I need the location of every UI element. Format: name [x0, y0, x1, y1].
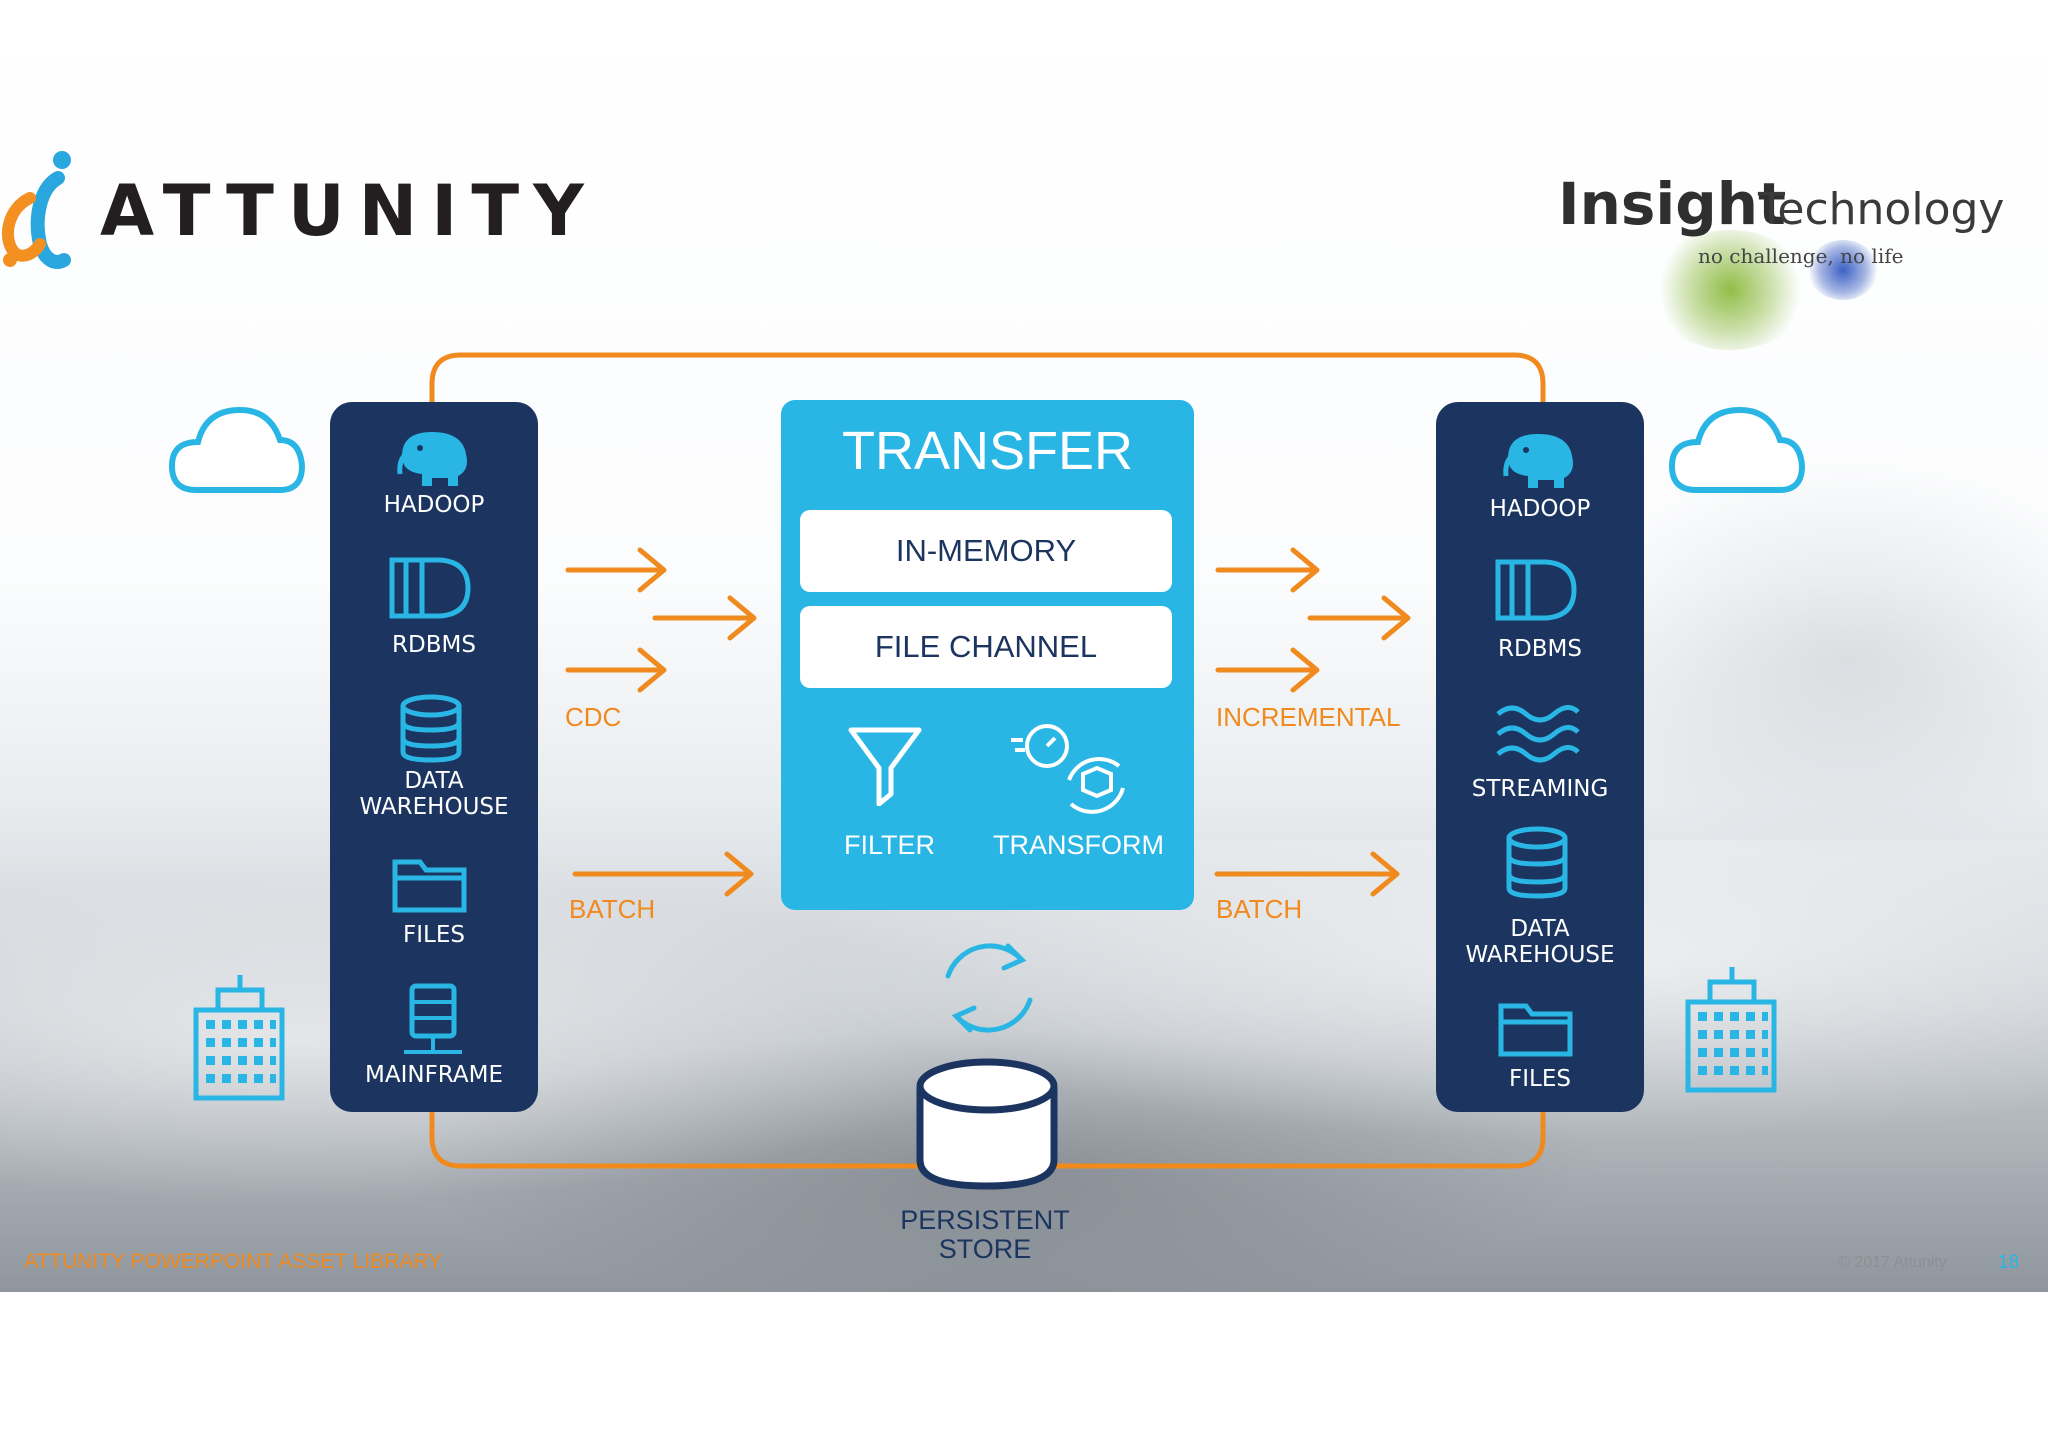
database-icon: [1506, 826, 1568, 899]
blue-splash: [1808, 240, 1878, 300]
source-mainframe-label: MAINFRAME: [365, 1062, 503, 1088]
attunity-wordmark: ATTUNITY: [100, 170, 598, 252]
folder-icon: [1498, 1003, 1573, 1057]
target-panel: HADOOP RDBMS STREAMING DATA WAREHOUSE FI…: [1436, 402, 1644, 1112]
footer-asset-library: ATTUNITY POWERPOINT ASSET LIBRARY: [24, 1250, 443, 1273]
attunity-mark-icon: [1, 151, 71, 269]
refresh-icon: [945, 943, 1033, 1033]
rdbms-icon: [389, 557, 471, 619]
source-hadoop-label: HADOOP: [383, 492, 485, 518]
arrow-right-icon: [565, 647, 667, 693]
orange-loop-line: [429, 352, 1546, 430]
transform-icon: [1011, 724, 1125, 814]
hadoop-elephant-icon: [397, 432, 467, 486]
waves-icon: [1496, 705, 1580, 763]
source-files-label: FILES: [403, 922, 465, 948]
arrow-right-icon: [565, 547, 667, 593]
cloud-icon: [168, 406, 306, 493]
incremental-label: INCREMENTAL: [1216, 702, 1401, 732]
arrow-right-icon: [1215, 647, 1320, 693]
building-icon: [193, 975, 285, 1101]
cloud-icon: [1668, 406, 1806, 493]
target-files-label: FILES: [1509, 1066, 1571, 1092]
target-hadoop-label: HADOOP: [1489, 496, 1591, 522]
source-panel: HADOOP RDBMS DATA WAREHOUSE FILES MAINFR…: [330, 402, 538, 1112]
target-data-warehouse-label: DATA WAREHOUSE: [1465, 916, 1615, 968]
slide: ATTUNITY Insight Technology no challenge…: [0, 0, 2048, 1292]
green-splash: [1650, 230, 1810, 350]
target-rdbms-label: RDBMS: [1498, 636, 1582, 662]
insight-word: Insight: [1558, 170, 1786, 238]
hadoop-elephant-icon: [1503, 434, 1573, 488]
right-batch-label: BATCH: [1216, 894, 1303, 924]
attunity-logo: ATTUNITY: [0, 148, 584, 278]
cdc-label: CDC: [565, 702, 622, 732]
transfer-title: TRANSFER: [841, 421, 1133, 481]
transform-label: TRANSFORM: [993, 830, 1164, 860]
technology-word: Technology: [1758, 184, 2005, 235]
left-batch-label: BATCH: [569, 894, 656, 924]
file-channel: FILE CHANNEL: [800, 606, 1172, 688]
arrow-right-icon: [1215, 547, 1320, 593]
footer-copyright: © 2017 Attunity: [1838, 1254, 1947, 1271]
target-streaming-label: STREAMING: [1471, 776, 1609, 802]
footer-page-number: 18: [1998, 1252, 2020, 1273]
folder-icon: [392, 859, 467, 913]
cylinder-icon: [916, 1058, 1058, 1190]
source-data-warehouse-label: DATA WAREHOUSE: [359, 768, 509, 820]
in-memory-channel: IN-MEMORY: [800, 510, 1172, 592]
building-icon: [1685, 967, 1777, 1093]
transfer-box: TRANSFER IN-MEMORY FILE CHANNEL FILTER T…: [781, 400, 1194, 910]
arrow-right-icon: [1214, 851, 1400, 897]
filter-label: FILTER: [844, 830, 936, 860]
arrow-right-icon: [572, 851, 754, 897]
funnel-icon: [848, 727, 922, 806]
rdbms-icon: [1495, 559, 1577, 621]
persistent-store-label: PERSISTENT STORE: [880, 1206, 1090, 1264]
logo-tagline: no challenge, no life: [1698, 244, 1904, 268]
arrow-right-icon: [652, 595, 757, 641]
database-icon: [400, 694, 462, 763]
arrow-right-icon: [1307, 595, 1411, 641]
mainframe-icon: [404, 983, 462, 1054]
persistent-store-line2: STORE: [938, 1234, 1032, 1264]
diagram-canvas: [168, 352, 1806, 1190]
source-rdbms-label: RDBMS: [392, 632, 476, 658]
persistent-store-line1: PERSISTENT: [900, 1205, 1070, 1235]
insight-technology-logo: Insight Technology no challenge, no life: [1540, 160, 2020, 350]
